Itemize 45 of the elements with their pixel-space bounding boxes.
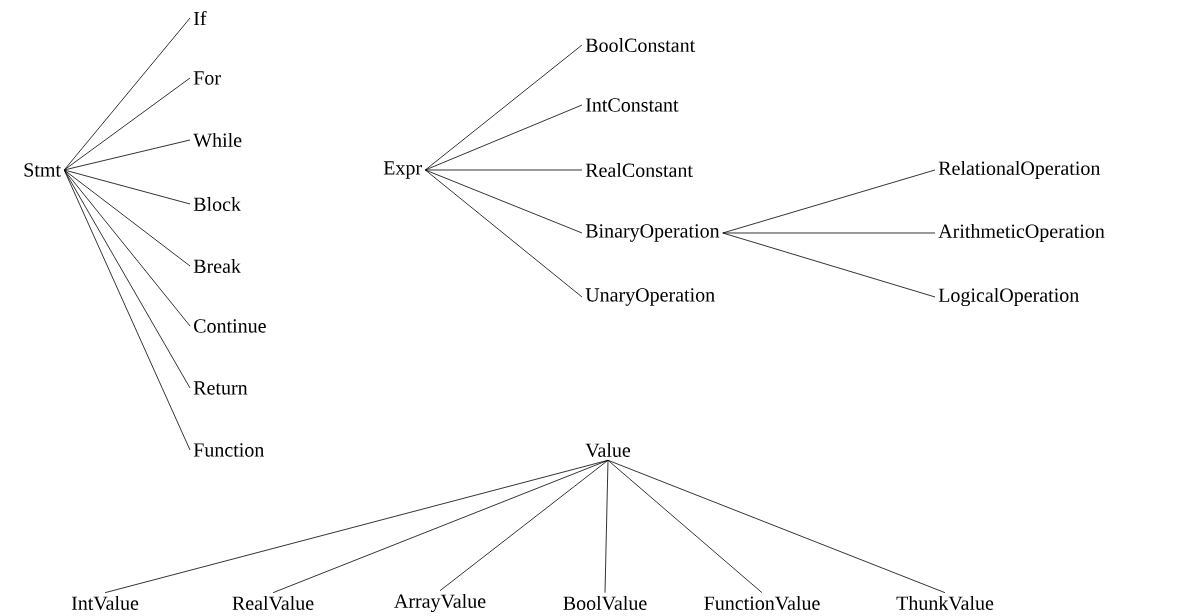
node-label: Block bbox=[193, 196, 241, 212]
node-label: While bbox=[193, 132, 242, 148]
node-label: BinaryOperation bbox=[585, 224, 720, 242]
node-label: RealValue bbox=[232, 595, 314, 611]
node-label: Return bbox=[193, 381, 248, 395]
tree-line bbox=[63, 169, 191, 205]
tree-line bbox=[424, 44, 583, 171]
tree-line bbox=[607, 459, 946, 594]
node-label: Break bbox=[193, 258, 241, 274]
tree-line bbox=[63, 169, 191, 451]
tree-line bbox=[424, 169, 583, 298]
node-label: IntValue bbox=[71, 595, 139, 611]
node-label: Continue bbox=[194, 319, 266, 333]
node-label: UnaryOperation bbox=[585, 288, 715, 306]
tree-line bbox=[722, 232, 936, 298]
tree-line bbox=[63, 169, 191, 327]
node-label: For bbox=[193, 71, 221, 85]
node-label: If bbox=[193, 10, 207, 26]
node-label: ArithmeticOperation bbox=[938, 223, 1105, 243]
node-label: ArrayValue bbox=[394, 593, 486, 613]
tree-line bbox=[272, 459, 609, 594]
node-label: Function bbox=[193, 443, 264, 457]
tree-line bbox=[63, 139, 191, 171]
tree-line bbox=[63, 17, 191, 171]
node-label: Stmt bbox=[24, 163, 61, 177]
node-label: FunctionValue bbox=[704, 595, 820, 611]
tree-line bbox=[439, 459, 609, 592]
node-label: LogicalOperation bbox=[938, 287, 1079, 307]
tree-line bbox=[424, 104, 583, 171]
tree-line bbox=[424, 169, 583, 171]
node-label: BoolValue bbox=[563, 595, 647, 611]
tree-line bbox=[604, 459, 609, 594]
node-label: RelationalOperation bbox=[938, 160, 1101, 180]
node-label: Value bbox=[585, 442, 631, 458]
tree-line bbox=[63, 169, 191, 267]
tree-line bbox=[424, 169, 583, 234]
tree-line bbox=[722, 232, 936, 234]
node-label: IntConstant bbox=[585, 98, 679, 112]
node-label: BoolConstant bbox=[585, 37, 696, 53]
tree-line bbox=[104, 459, 609, 594]
node-label: Expr bbox=[383, 161, 422, 179]
node-label: RealConstant bbox=[585, 162, 693, 178]
node-label: ThunkValue bbox=[896, 595, 994, 611]
tree-line bbox=[63, 77, 191, 171]
tree-line bbox=[607, 459, 763, 594]
